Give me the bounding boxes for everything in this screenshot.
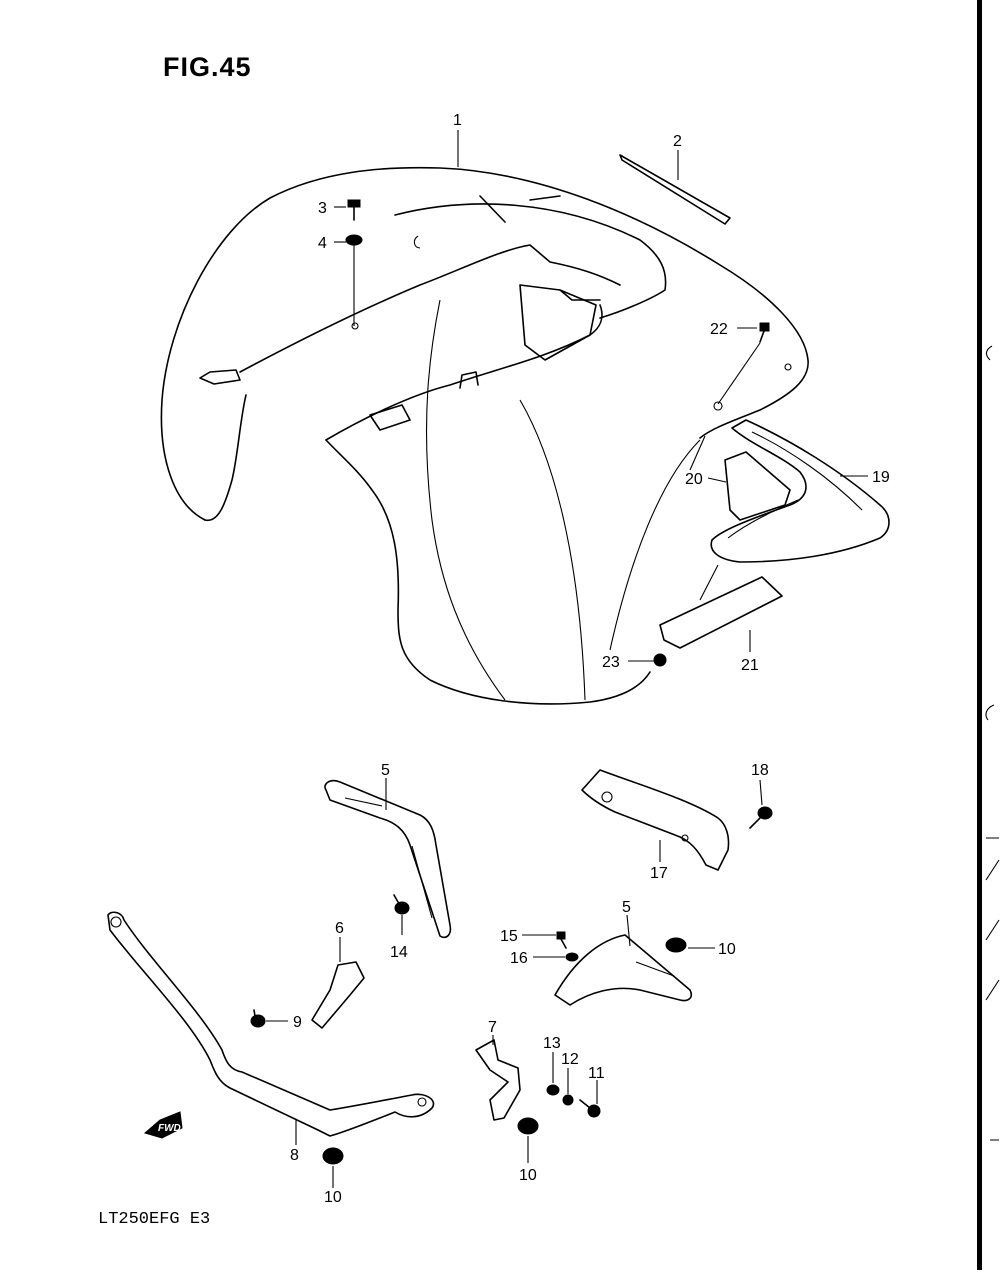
part-washer-16 xyxy=(565,952,579,962)
callout-12: 12 xyxy=(561,1051,579,1068)
callout-numbers: 1 2 3 4 22 20 19 23 21 5 18 17 6 14 9 15… xyxy=(290,112,890,1206)
callout-19: 19 xyxy=(872,469,890,486)
callout-4: 4 xyxy=(318,235,327,252)
page-edge-bar xyxy=(977,0,982,1270)
callout-5-upper: 5 xyxy=(381,762,390,779)
callout-22: 22 xyxy=(710,321,728,338)
part-grommet-10-a xyxy=(665,937,687,953)
fwd-arrow-icon: FWD xyxy=(143,1111,183,1139)
callout-6: 6 xyxy=(335,920,344,937)
part-nut-23 xyxy=(653,653,667,667)
callout-9: 9 xyxy=(293,1014,302,1031)
leader-lines xyxy=(266,130,868,1188)
part-brace-5-upper xyxy=(324,779,452,939)
callout-23: 23 xyxy=(602,654,620,671)
part-rear-fender xyxy=(160,166,809,705)
callout-16: 16 xyxy=(510,950,528,967)
callout-3: 3 xyxy=(318,200,327,217)
callout-10-a: 10 xyxy=(718,941,736,958)
part-guard-17 xyxy=(581,769,730,871)
callout-7: 7 xyxy=(488,1019,497,1036)
callout-10-c: 10 xyxy=(519,1167,537,1184)
callout-1: 1 xyxy=(453,112,462,129)
callout-21: 21 xyxy=(741,657,759,674)
callout-20: 20 xyxy=(685,471,703,488)
part-nut-13 xyxy=(546,1084,560,1096)
fwd-label: FWD xyxy=(158,1123,181,1134)
part-washer-12 xyxy=(562,1094,574,1106)
part-clamp-6 xyxy=(311,961,365,1029)
part-trim-strip xyxy=(619,154,731,225)
callout-15: 15 xyxy=(500,928,518,945)
part-plate-21 xyxy=(659,576,783,649)
part-bracket-20 xyxy=(724,451,791,521)
part-grommet-10-c xyxy=(517,1117,539,1135)
part-bolt-3 xyxy=(347,199,361,221)
part-grommet-10-b xyxy=(322,1147,344,1165)
part-bolt-14 xyxy=(393,894,410,915)
part-nut-4 xyxy=(345,234,363,326)
part-bolt-9 xyxy=(250,1009,266,1028)
part-screw-22 xyxy=(717,322,770,405)
callout-14: 14 xyxy=(390,944,408,961)
part-brace-5-lower xyxy=(554,934,693,1006)
callout-5-lower: 5 xyxy=(622,899,631,916)
callout-17: 17 xyxy=(650,865,668,882)
part-brace-8 xyxy=(107,911,435,1137)
right-edge-artifacts xyxy=(985,345,1000,1141)
callout-11: 11 xyxy=(588,1065,605,1082)
callout-10-b: 10 xyxy=(324,1189,342,1206)
part-bracket-7 xyxy=(475,1039,521,1121)
callout-13: 13 xyxy=(543,1035,561,1052)
callout-2: 2 xyxy=(673,133,682,150)
callout-8: 8 xyxy=(290,1147,299,1164)
part-bolt-18 xyxy=(749,806,773,829)
model-code: LT250EFG E3 xyxy=(98,1210,211,1229)
part-bolt-15 xyxy=(556,931,567,949)
part-bolt-11 xyxy=(579,1099,601,1118)
callout-18: 18 xyxy=(751,762,769,779)
part-mudflap-19 xyxy=(710,419,890,563)
figure-title: FIG.45 xyxy=(163,52,252,82)
